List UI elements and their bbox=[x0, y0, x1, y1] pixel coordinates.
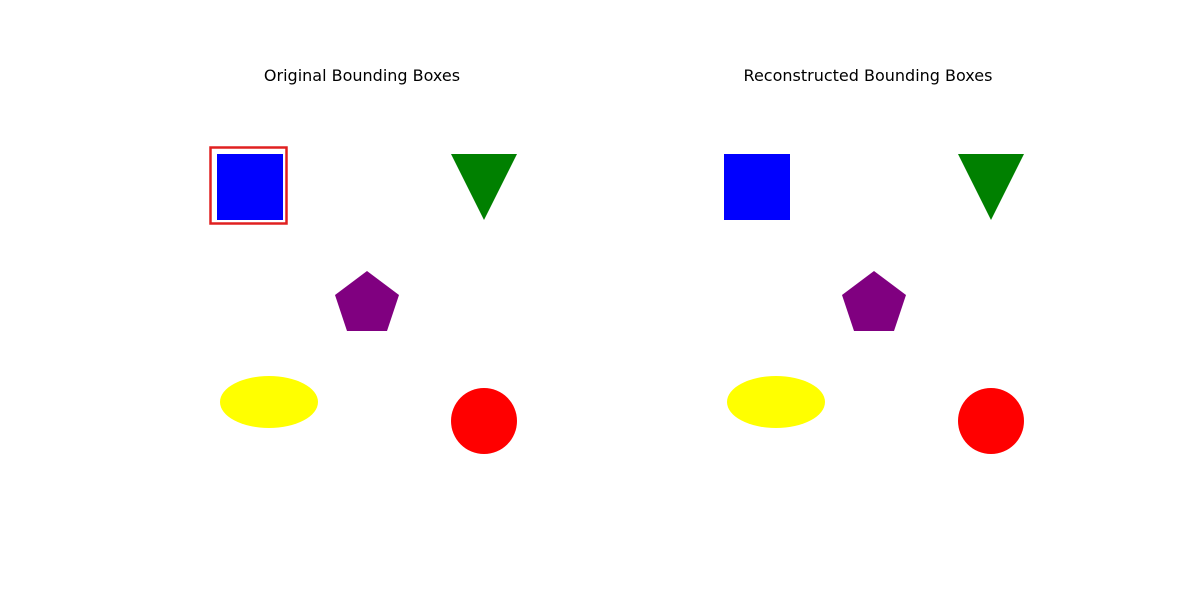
red-circle bbox=[958, 388, 1024, 454]
blue-square bbox=[724, 154, 790, 220]
panel-title-original: Original Bounding Boxes bbox=[263, 66, 461, 85]
panel-reconstructed bbox=[724, 154, 1024, 454]
yellow-ellipse bbox=[727, 376, 825, 428]
yellow-ellipse bbox=[220, 376, 318, 428]
panel-original bbox=[209, 146, 517, 454]
purple-pentagon bbox=[842, 271, 906, 331]
blue-square bbox=[217, 154, 283, 220]
red-circle bbox=[451, 388, 517, 454]
bounding-box-square bbox=[209, 146, 288, 225]
green-triangle bbox=[958, 154, 1024, 220]
panel-title-reconstructed: Reconstructed Bounding Boxes bbox=[743, 66, 993, 85]
green-triangle bbox=[451, 154, 517, 220]
purple-pentagon bbox=[335, 271, 399, 331]
